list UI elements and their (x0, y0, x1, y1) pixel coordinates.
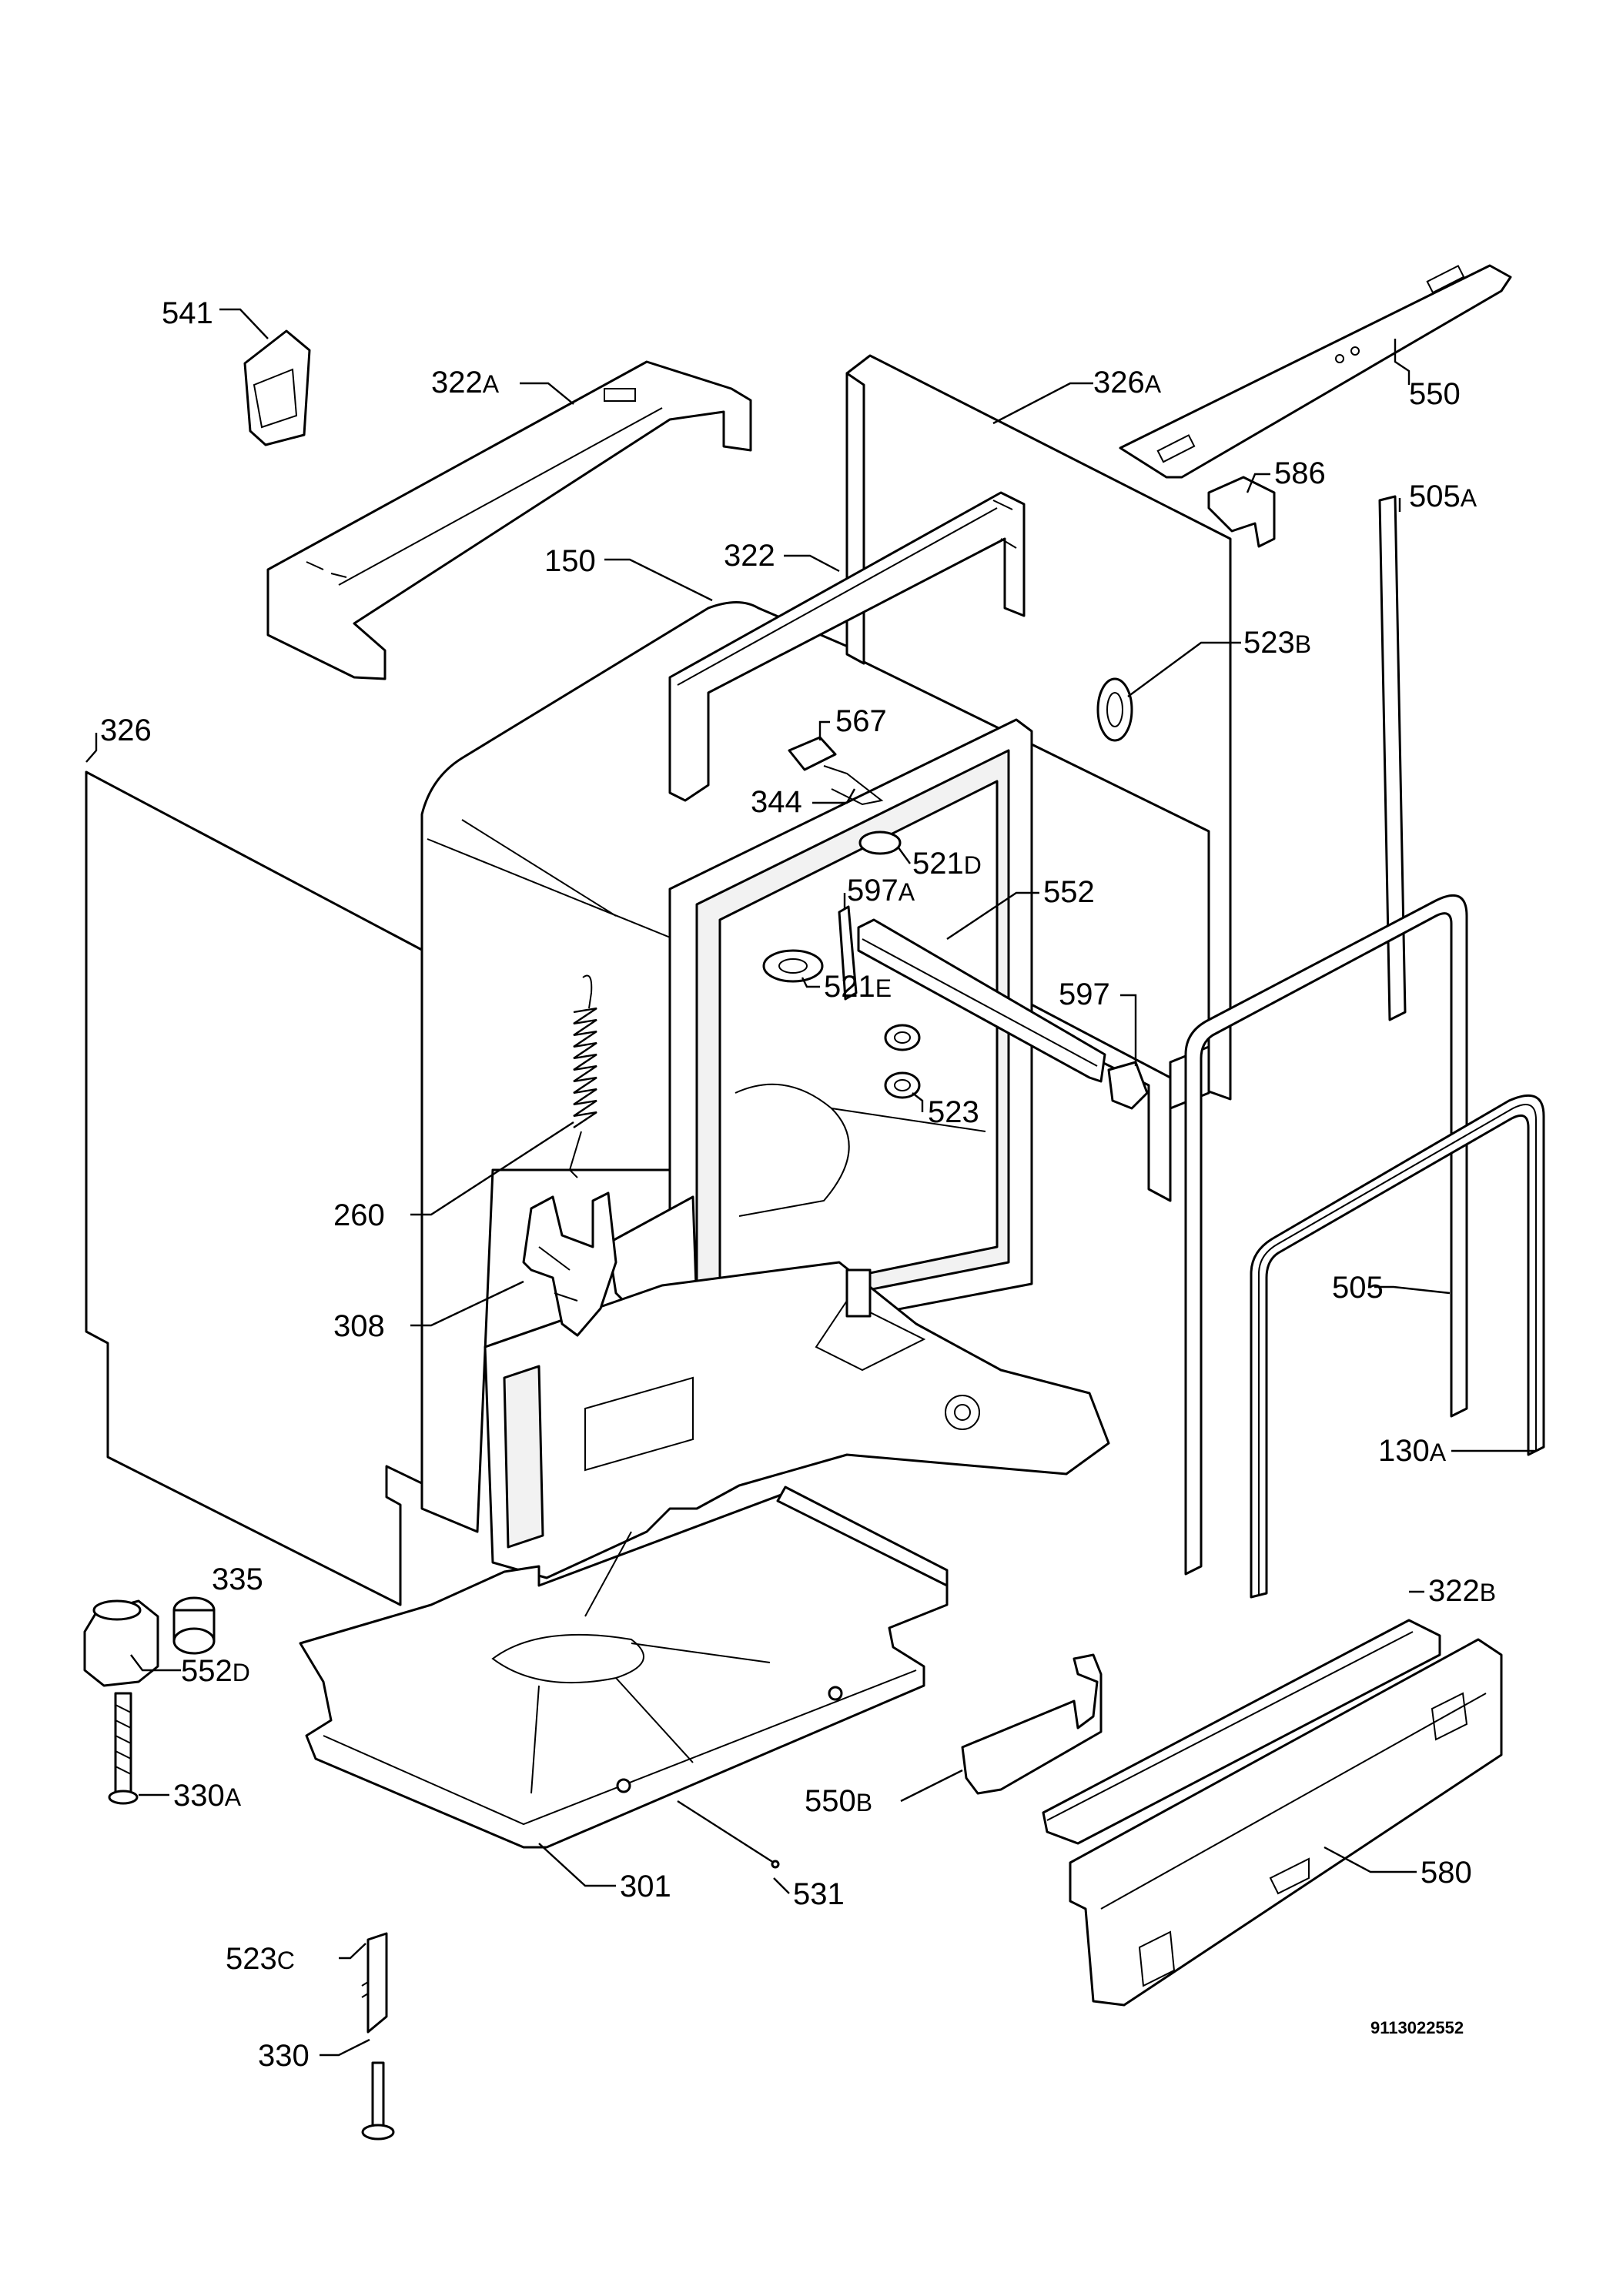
part-567-clip (788, 736, 884, 806)
callout-550: 550 (1409, 377, 1461, 411)
part-597a-latch (838, 905, 858, 1001)
part-base-frame (484, 1261, 1110, 1579)
callout-552: 552 (1043, 875, 1095, 909)
part-523b-grommet (1096, 677, 1133, 742)
callout-550b: 550B (805, 1784, 872, 1818)
part-597-stop (1107, 1061, 1149, 1110)
callout-580: 580 (1421, 1856, 1472, 1890)
callout-260: 260 (333, 1198, 385, 1232)
part-505-door-seal (1184, 894, 1468, 1576)
callout-505: 505 (1332, 1271, 1384, 1305)
part-550-top-strip (1119, 264, 1512, 479)
callout-597a: 597A (847, 874, 915, 907)
part-326-side-panel (85, 770, 473, 1606)
callout-523c: 523C (226, 1942, 295, 1976)
callout-326: 326 (100, 714, 152, 747)
part-301-base-tray (299, 1486, 949, 1849)
part-552d-valve (83, 1599, 159, 1687)
part-521d-cap (858, 831, 902, 855)
callout-330: 330 (258, 2039, 310, 2073)
callout-521d: 521D (912, 847, 982, 881)
callout-552d: 552D (181, 1654, 250, 1688)
callout-labels: 541 322A 326A 550 586 505A 150 322 523B … (100, 296, 1496, 2073)
callout-523: 523 (928, 1095, 979, 1129)
part-586-bracket (1207, 476, 1276, 548)
part-523-connectors (884, 1024, 921, 1099)
callout-322: 322 (724, 539, 775, 573)
part-580-kick-panel (1069, 1638, 1503, 2007)
part-521e-washer (762, 949, 824, 983)
callout-531: 531 (793, 1877, 845, 1911)
callout-301: 301 (620, 1870, 671, 1903)
part-260-spring (568, 974, 597, 1178)
callout-308: 308 (333, 1309, 385, 1343)
callout-586: 586 (1274, 456, 1326, 490)
part-550b-bracket (961, 1653, 1103, 1795)
callout-130a: 130A (1378, 1434, 1447, 1468)
part-322a-top-rail (266, 360, 752, 680)
callout-150: 150 (544, 544, 596, 578)
part-335-gear (172, 1596, 216, 1655)
part-door-frame (607, 718, 1033, 1347)
part-130a-door-seal (1250, 1094, 1545, 1599)
part-322b-rail (1042, 1619, 1441, 1845)
callout-521e: 521E (824, 970, 892, 1004)
part-308-hinge (522, 1191, 617, 1337)
callout-330a: 330A (173, 1779, 242, 1813)
part-322-top-rail (668, 491, 1026, 802)
callout-322b: 322B (1428, 1574, 1496, 1608)
part-523c-hinge (361, 1932, 388, 2034)
callout-523b: 523B (1243, 626, 1311, 660)
callout-567: 567 (835, 704, 887, 738)
callout-505a: 505A (1409, 480, 1477, 513)
part-330-screw (361, 2061, 395, 2141)
callout-541: 541 (162, 296, 213, 330)
drawing-number: 9113022552 (1370, 2018, 1464, 2037)
callout-322a: 322A (431, 366, 500, 399)
callout-597: 597 (1059, 978, 1110, 1011)
part-505a-strip (1378, 495, 1407, 1021)
part-330a-screw (108, 1692, 139, 1805)
part-531-rod (677, 1800, 780, 1869)
callout-344: 344 (751, 785, 802, 819)
callout-335: 335 (212, 1562, 263, 1596)
part-541-clip (243, 329, 311, 446)
callout-326a: 326A (1093, 366, 1162, 399)
leader-lines (85, 308, 1536, 2057)
part-552-rail (857, 918, 1106, 1083)
